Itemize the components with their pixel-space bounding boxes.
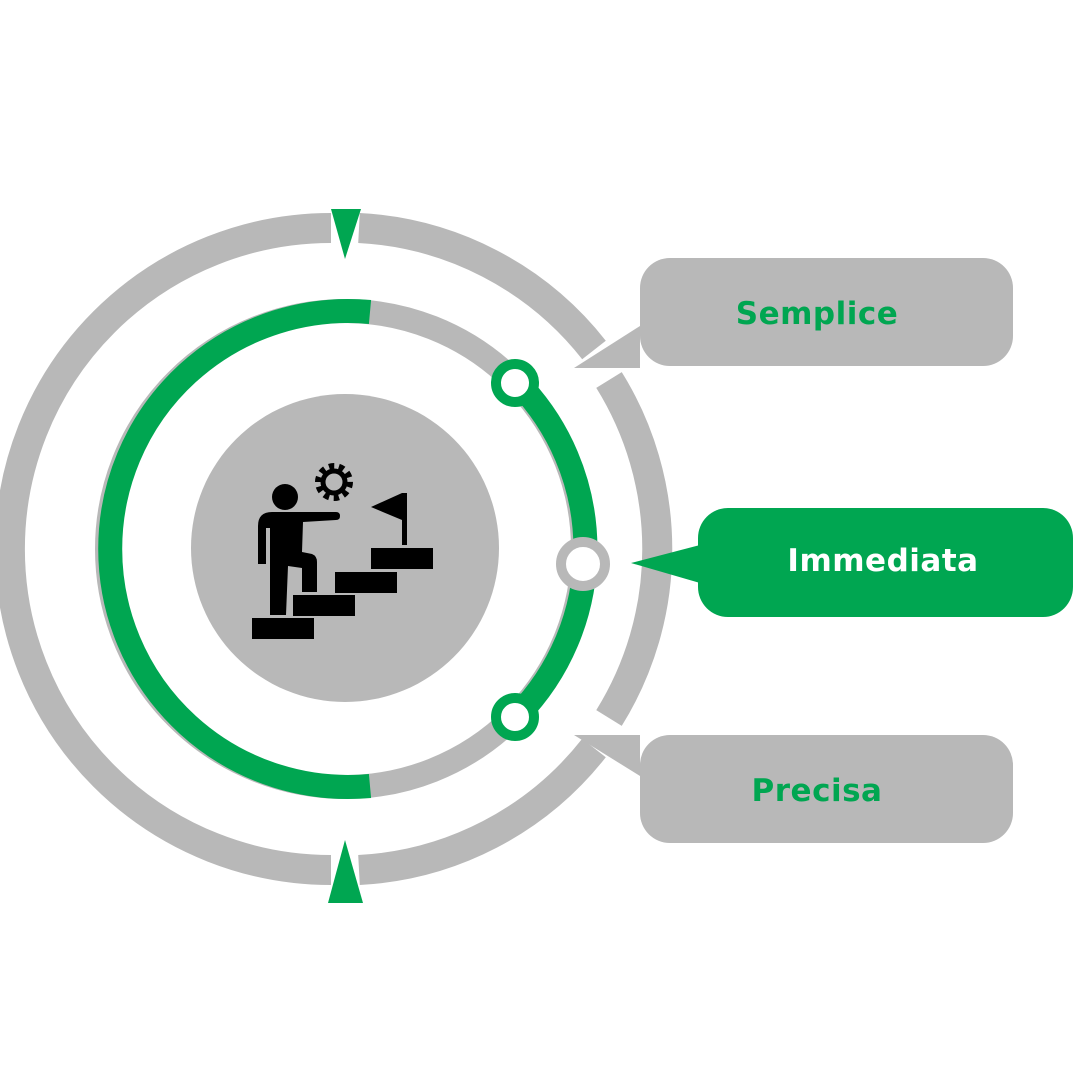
outer-ring-arc-bottom-right: [358, 738, 606, 885]
node-top: [491, 359, 539, 407]
center-disc: [191, 394, 499, 702]
callout-precisa-label: Precisa: [752, 773, 883, 809]
callout-semplice-pointer: [574, 326, 640, 368]
callout-precisa-pointer: [574, 735, 640, 776]
outer-ring-arc-right: [596, 372, 673, 726]
outer-ring: [0, 213, 673, 885]
callout-semplice-label: Semplice: [736, 296, 899, 332]
outer-ring-arc-left: [0, 213, 332, 885]
callout-immediata-label: Immediata: [787, 543, 978, 579]
callout-immediata: Immediata: [631, 508, 1073, 617]
callout-immediata-pointer: [631, 545, 700, 583]
callout-semplice-box: [640, 258, 1013, 366]
callout-precisa-box: [640, 735, 1013, 843]
node-bottom: [491, 693, 539, 741]
callout-semplice: Semplice: [574, 258, 1013, 368]
person-climbing-stairs-icon: [252, 484, 433, 639]
top-arrow-marker: [331, 209, 361, 259]
node-middle: [556, 537, 610, 591]
inner-ring-progress-left: [98, 299, 372, 799]
outer-ring-arc-top-right: [358, 213, 606, 360]
callout-immediata-box: [698, 508, 1073, 617]
callout-precisa: Precisa: [574, 735, 1013, 843]
gear-icon: [315, 463, 353, 501]
bottom-arrow-marker: [328, 840, 363, 903]
